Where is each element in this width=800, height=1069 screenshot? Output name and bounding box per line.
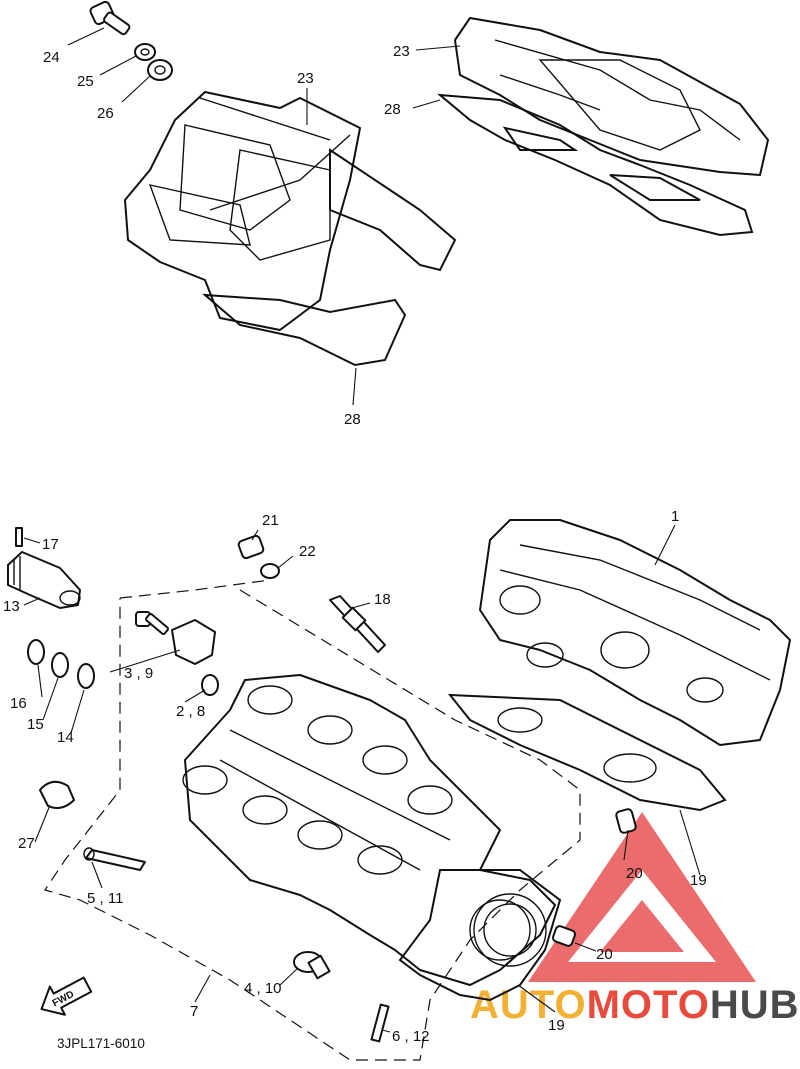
part-4-10-bolt [293, 951, 331, 980]
callout-15: 15 [27, 716, 44, 733]
callout-17: 17 [42, 536, 59, 553]
part-6-12-stud [370, 1003, 390, 1043]
callout-14: 14 [57, 729, 74, 746]
watermark-logo: AUTOMOTOHUB [470, 812, 800, 1027]
part-3-9-bolt [135, 611, 169, 635]
callout-20-lower: 20 [596, 946, 613, 963]
part-14-o-ring [77, 663, 95, 689]
callout-23-front: 23 [297, 70, 314, 87]
callout-7: 7 [190, 1003, 198, 1020]
part-16-o-ring [27, 639, 45, 665]
part-5-11-guide [83, 847, 146, 871]
callout-28-front: 28 [344, 411, 361, 428]
watermark-text-hub: HUB [710, 983, 800, 1027]
part-26-washer [147, 59, 173, 81]
part-15-o-ring [51, 652, 69, 678]
part-19-head-gasket-front [398, 869, 562, 1002]
part-28-gasket-front [202, 148, 457, 367]
watermark-text-moto: MOTO [587, 983, 710, 1027]
callout-5-11: 5 , 11 [87, 890, 123, 907]
callout-18: 18 [374, 591, 391, 608]
part-27-cap [39, 780, 75, 809]
watermark-text-auto: AUTO [470, 983, 587, 1027]
part-23-cylinder-head-cover-rear [454, 17, 769, 176]
diagram-code: 3JPL171-6010 [57, 1036, 145, 1051]
part-holder-plate [171, 619, 216, 665]
callout-3-9: 3 , 9 [124, 665, 153, 682]
part-23-cylinder-head-cover-front [124, 91, 361, 331]
part-19-head-gasket-rear [447, 693, 727, 812]
callout-4-10: 4 , 10 [244, 980, 282, 997]
part-25-washer [134, 43, 156, 61]
part-7-cylinder-head-front [182, 674, 556, 986]
callout-20-upper: 20 [626, 865, 643, 882]
callout-19-lower: 19 [548, 1017, 565, 1034]
callout-2-8: 2 , 8 [176, 703, 205, 720]
svg-text:AUTOMOTOHUB: AUTOMOTOHUB [470, 983, 800, 1027]
assembly-dashed-boundary [44, 579, 581, 1061]
callout-21: 21 [262, 512, 279, 529]
callout-22: 22 [299, 543, 316, 560]
part-22-washer [260, 563, 280, 579]
watermark-triangle-core [600, 900, 684, 952]
callout-6-12: 6 , 12 [392, 1028, 430, 1045]
callout-16: 16 [10, 695, 27, 712]
part-18-spark-plug [329, 595, 386, 653]
callout-28-rear: 28 [384, 101, 401, 118]
part-20-dowel-lower [551, 925, 577, 947]
callout-labels: 24 25 26 23 23 28 28 1 21 22 17 13 18 3 … [3, 43, 707, 1045]
callout-26: 26 [97, 105, 114, 122]
part-20-dowel-upper [615, 808, 637, 834]
part-28-gasket-rear [436, 93, 754, 237]
callout-24: 24 [43, 49, 60, 66]
leader-lines [23, 27, 701, 1033]
callout-25: 25 [77, 73, 94, 90]
callout-23-rear: 23 [393, 43, 410, 60]
callout-1: 1 [671, 508, 679, 525]
fwd-direction-arrow: FWD [40, 976, 93, 1016]
part-21-nut [237, 534, 265, 560]
part-13-fitting [7, 551, 81, 609]
callout-27: 27 [18, 835, 35, 852]
part-17-pin [15, 527, 23, 547]
callout-19-upper: 19 [690, 872, 707, 889]
part-2-8-dowel [201, 674, 219, 696]
callout-13: 13 [3, 598, 20, 615]
part-1-cylinder-head-rear [479, 519, 791, 746]
part-24-bolt [89, 0, 131, 36]
